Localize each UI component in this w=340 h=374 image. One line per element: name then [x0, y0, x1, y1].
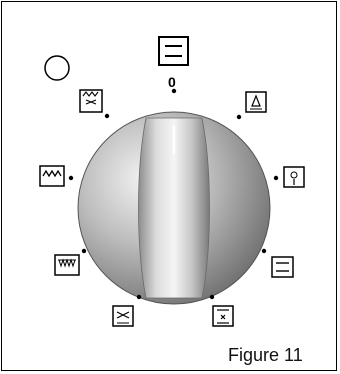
bottom-grill-icon [55, 255, 79, 275]
fan-bottom-heat-icon [213, 306, 233, 326]
indicator-light [45, 56, 69, 80]
oven-function-knob[interactable] [78, 112, 270, 304]
grill-icon [40, 166, 64, 186]
figure-caption: Figure 11 [228, 345, 303, 366]
fan-only-icon [113, 306, 133, 326]
defrost-lamp-icon [246, 92, 266, 112]
off-icon [159, 37, 188, 65]
grill-fan-icon [80, 90, 102, 112]
zero-label: 0 [168, 74, 176, 90]
fan-bottom-icon [284, 167, 304, 187]
top-bottom-heat-icon [272, 257, 293, 277]
